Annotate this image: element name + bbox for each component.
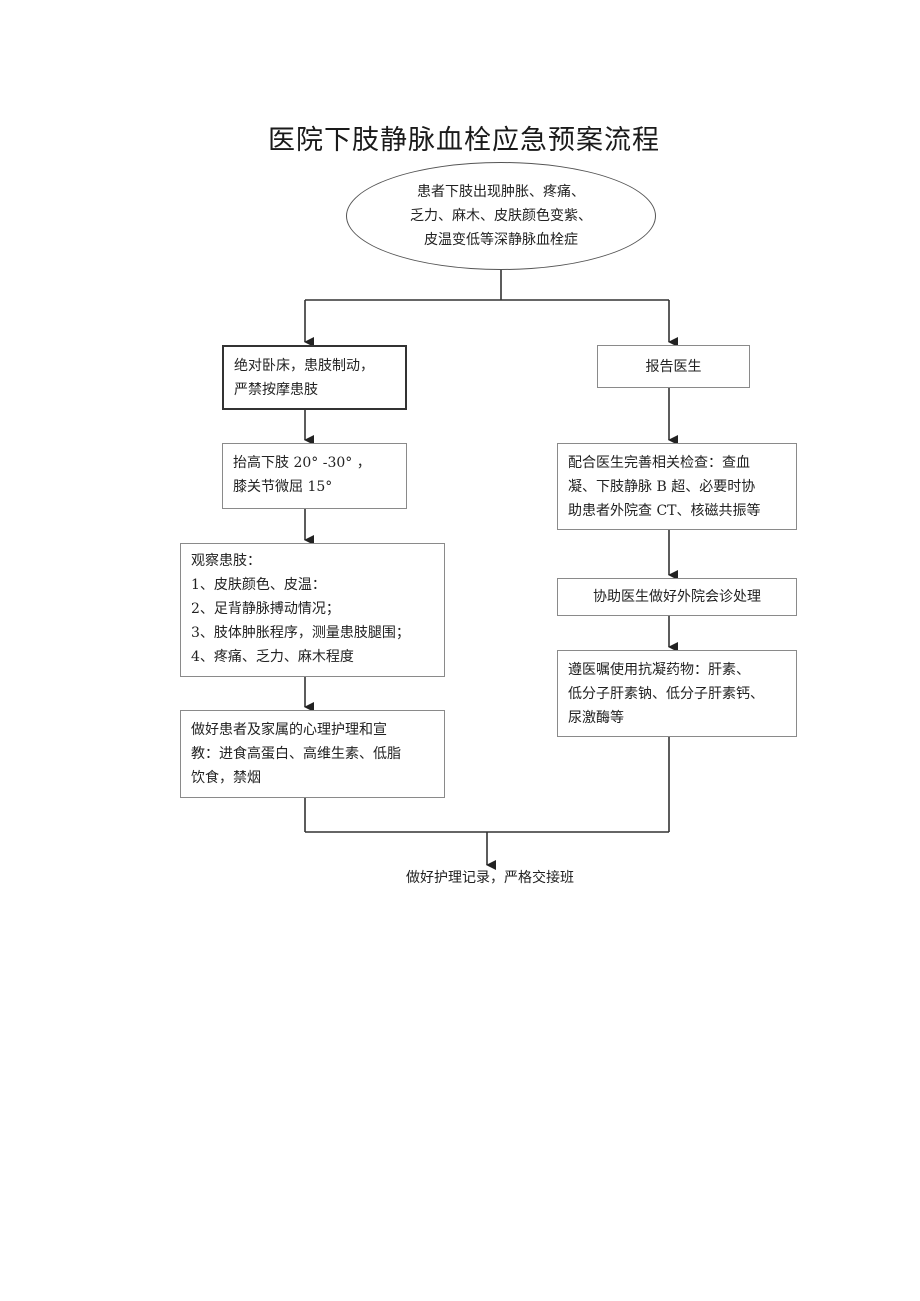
box-line: 教：进食高蛋白、高维生素、低脂 bbox=[191, 746, 401, 762]
start-line: 患者下肢出现肿胀、疼痛、 bbox=[417, 184, 585, 200]
report-doctor-box: 报告医生 bbox=[597, 345, 750, 388]
assist-exams-box: 配合医生完善相关检查：查血 凝、下肢静脉 B 超、必要时协 助患者外院查 CT、… bbox=[557, 443, 797, 530]
box-line: 尿激酶等 bbox=[568, 710, 624, 726]
observe-limb-box: 观察患肢： 1、皮肤颜色、皮温： 2、足背静脉搏动情况； 3、肢体肿胀程序，测量… bbox=[180, 543, 445, 677]
box-line: 配合医生完善相关检查：查血 bbox=[568, 455, 750, 471]
box-line: 报告医生 bbox=[645, 358, 702, 375]
elevate-limb-box: 抬高下肢 20° -30° ， 膝关节微屈 15° bbox=[222, 443, 407, 509]
box-line: 严禁按摩患肢 bbox=[234, 382, 318, 398]
box-line: 抬高下肢 20° -30° ， bbox=[233, 455, 371, 471]
start-symptoms-ellipse: 患者下肢出现肿胀、疼痛、 乏力、麻木、皮肤颜色变紫、 皮温变低等深静脉血栓症 bbox=[346, 162, 656, 270]
box-line: 遵医嘱使用抗凝药物：肝素、 bbox=[568, 662, 750, 678]
box-line: 膝关节微屈 15° bbox=[233, 479, 333, 495]
page-title: 医院下肢静脉血栓应急预案流程 bbox=[268, 125, 660, 156]
consultation-box: 协助医生做好外院会诊处理 bbox=[557, 578, 797, 616]
psych-care-box: 做好患者及家属的心理护理和宣 教：进食高蛋白、高维生素、低脂 饮食，禁烟 bbox=[180, 710, 445, 798]
bed-rest-box: 绝对卧床，患肢制动， 严禁按摩患肢 bbox=[222, 345, 407, 410]
box-line: 观察患肢： bbox=[191, 553, 261, 569]
box-line: 4、疼痛、乏力、麻木程度 bbox=[191, 649, 354, 665]
anticoagulant-box: 遵医嘱使用抗凝药物：肝素、 低分子肝素钠、低分子肝素钙、 尿激酶等 bbox=[557, 650, 797, 737]
start-line: 乏力、麻木、皮肤颜色变紫、 bbox=[410, 208, 592, 224]
box-line: 3、肢体肿胀程序，测量患肢腿围； bbox=[191, 625, 410, 641]
box-line: 2、足背静脉搏动情况； bbox=[191, 601, 340, 617]
box-line: 凝、下肢静脉 B 超、必要时协 bbox=[568, 479, 756, 495]
box-line: 做好患者及家属的心理护理和宣 bbox=[191, 722, 387, 738]
box-line: 1、皮肤颜色、皮温： bbox=[191, 577, 326, 593]
box-line: 协助医生做好外院会诊处理 bbox=[593, 589, 761, 605]
start-line: 皮温变低等深静脉血栓症 bbox=[424, 232, 578, 248]
box-line: 饮食，禁烟 bbox=[191, 770, 261, 786]
box-line: 助患者外院查 CT、核磁共振等 bbox=[568, 503, 761, 519]
box-line: 绝对卧床，患肢制动， bbox=[234, 358, 374, 374]
end-record-handover-text: 做好护理记录，严格交接班 bbox=[406, 870, 574, 886]
box-line: 低分子肝素钠、低分子肝素钙、 bbox=[568, 686, 764, 702]
